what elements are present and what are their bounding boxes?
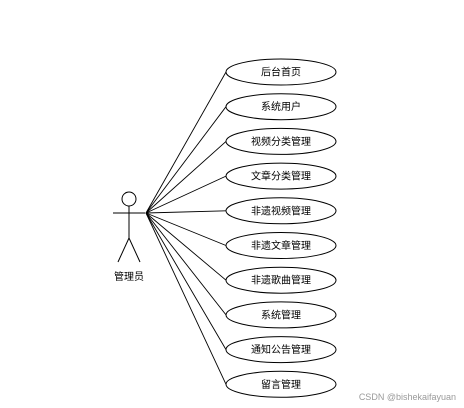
use-case-label: 系统管理	[261, 308, 301, 321]
use-case-label: 非遗歌曲管理	[251, 274, 311, 287]
use-case-ellipse	[225, 232, 337, 259]
use-case-ellipse	[225, 162, 337, 190]
association-lines	[145, 71, 227, 385]
use-case-label: 非遗视频管理	[251, 204, 311, 217]
use-case-label: 系统用户	[261, 100, 301, 113]
use-case-label: 后台首页	[261, 66, 301, 79]
use-case-label: 文章分类管理	[251, 170, 311, 183]
use-case-ellipse	[225, 301, 337, 329]
association-line	[145, 212, 227, 281]
association-line	[145, 106, 227, 214]
use-case-ellipse	[225, 266, 337, 294]
use-case-label: 非遗文章管理	[251, 239, 311, 252]
association-line	[145, 212, 227, 316]
association-line	[145, 212, 227, 350]
association-line	[145, 141, 227, 214]
actor-stick-figure	[113, 191, 145, 263]
actor-head	[121, 191, 137, 207]
use-case-group: 后台首页系统用户视频分类管理文章分类管理非遗视频管理非遗文章管理非遗歌曲管理系统…	[225, 58, 337, 398]
association-line	[145, 212, 227, 385]
actor-right-leg	[128, 237, 141, 263]
association-line	[145, 212, 227, 246]
use-case-label: 通知公告管理	[251, 343, 311, 356]
use-case-ellipse	[225, 93, 337, 121]
use-case-label: 留言管理	[261, 378, 301, 391]
association-line	[145, 175, 227, 214]
use-case-ellipse	[225, 58, 337, 86]
use-case-ellipse	[225, 336, 337, 364]
use-case-ellipse	[225, 370, 337, 398]
watermark: CSDN @bishekaifayuan	[358, 392, 456, 402]
association-line	[145, 210, 227, 214]
use-case-ellipse	[225, 127, 337, 155]
actor-label: 管理员	[114, 270, 144, 283]
use-case-ellipse	[225, 197, 337, 225]
use-case-label: 视频分类管理	[251, 135, 311, 148]
actor-left-leg	[117, 237, 130, 263]
association-line	[145, 71, 227, 214]
